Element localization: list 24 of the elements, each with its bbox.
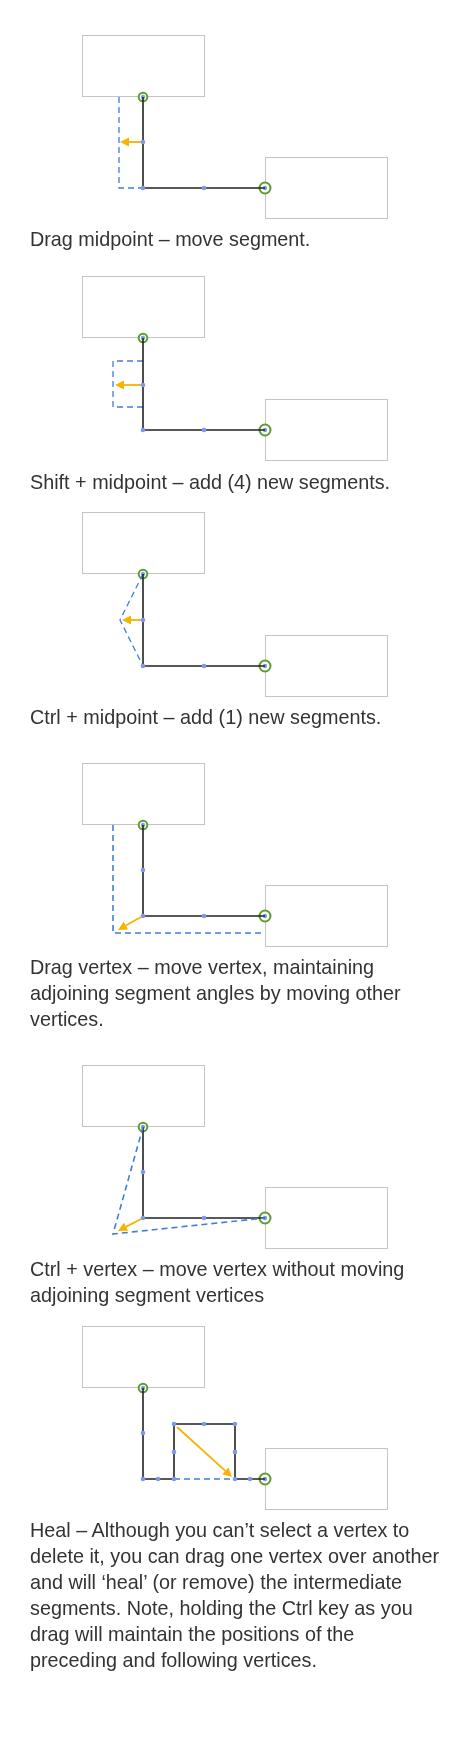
caption: Drag vertex – move vertex, maintaining adjoining segment angles by moving other vertices. bbox=[30, 955, 402, 1032]
caption: Ctrl + midpoint – add (1) new segments. bbox=[30, 705, 383, 730]
rectangle-shape bbox=[265, 1448, 388, 1510]
rectangle-shape bbox=[82, 35, 205, 97]
caption: Shift + midpoint – add (4) new segments. bbox=[30, 470, 392, 495]
caption: Ctrl + vertex – move vertex without moving adjoining segment vertices bbox=[30, 1257, 406, 1308]
rectangle-shape bbox=[82, 1326, 205, 1388]
rectangle-shape bbox=[82, 763, 205, 825]
connector-line bbox=[142, 573, 266, 667]
connector-line bbox=[142, 824, 266, 917]
rectangle-shape bbox=[82, 276, 205, 338]
rectangle-shape bbox=[265, 157, 388, 219]
connector-line bbox=[142, 96, 266, 189]
caption: Heal – Although you can’t select a vertex to delete it, you can drag one vertex over another and will ‘heal’ (or remove) the intermediate segments. Note, holding the Ctrl key as you drag will maintain the positions of the preceding and following vertices. bbox=[30, 1518, 440, 1673]
dashed-connector-line bbox=[111, 1126, 266, 1235]
rectangle-shape bbox=[82, 512, 205, 574]
rectangle-shape bbox=[265, 399, 388, 461]
rectangle-shape bbox=[265, 1187, 388, 1249]
caption: Drag midpoint – move segment. bbox=[30, 227, 312, 252]
rectangle-shape bbox=[265, 635, 388, 697]
connector-line bbox=[142, 337, 266, 431]
connector-line bbox=[142, 1387, 266, 1480]
rectangle-shape bbox=[265, 885, 388, 947]
rectangle-shape bbox=[82, 1065, 205, 1127]
